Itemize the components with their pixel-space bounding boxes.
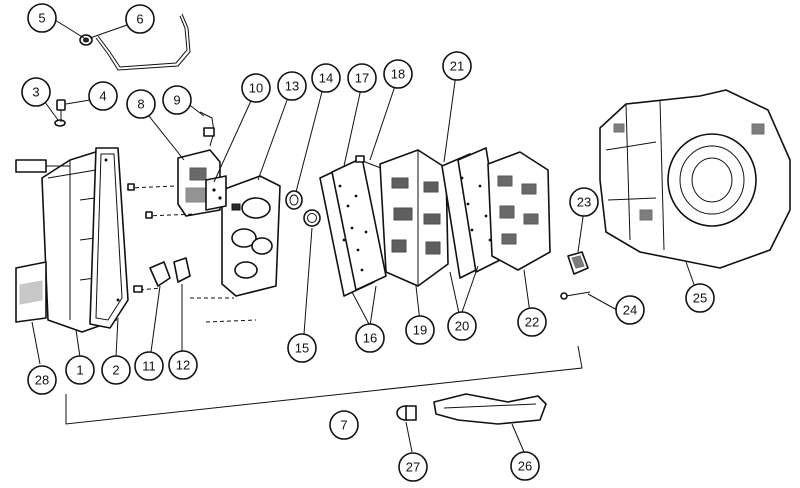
- svg-text:17: 17: [355, 71, 369, 86]
- group-bracket-7: [65, 345, 583, 425]
- bolt-set-left: [127, 183, 257, 323]
- transmission-case-part-25: [599, 89, 791, 269]
- callout-6: 6: [125, 4, 155, 34]
- callout-8: 8: [126, 89, 156, 119]
- seal-part-14: [285, 190, 303, 210]
- svg-text:19: 19: [413, 323, 427, 338]
- callout-13: 13: [277, 71, 307, 101]
- callout-10: 10: [241, 73, 271, 103]
- valve-assembly-part-13: [221, 175, 281, 297]
- svg-text:13: 13: [285, 79, 299, 94]
- svg-text:15: 15: [295, 341, 309, 356]
- filter-part-26: [433, 393, 547, 425]
- svg-text:6: 6: [136, 12, 143, 27]
- svg-text:8: 8: [137, 97, 144, 112]
- callout-7: 7: [329, 410, 359, 440]
- callout-23: 23: [569, 187, 599, 217]
- leader-lines: [31, 19, 697, 453]
- svg-text:25: 25: [693, 291, 707, 306]
- svg-text:3: 3: [32, 85, 39, 100]
- svg-text:16: 16: [363, 331, 377, 346]
- callout-9: 9: [162, 85, 192, 115]
- svg-text:22: 22: [525, 315, 539, 330]
- callout-25: 25: [685, 283, 715, 313]
- callout-17: 17: [347, 63, 377, 93]
- callout-20: 20: [447, 311, 477, 341]
- washer-part-3: [54, 119, 66, 127]
- svg-text:24: 24: [623, 303, 637, 318]
- gasket-part-2: [89, 147, 129, 329]
- separator-plate-part-17: [319, 157, 387, 297]
- callout-16: 16: [355, 323, 385, 353]
- callout-26: 26: [510, 451, 540, 481]
- ring-part-15: [303, 209, 321, 227]
- svg-text:23: 23: [577, 195, 591, 210]
- svg-text:12: 12: [176, 358, 190, 373]
- svg-text:11: 11: [142, 359, 156, 374]
- callout-3: 3: [21, 77, 51, 107]
- svg-text:10: 10: [249, 81, 263, 96]
- callout-12: 12: [168, 350, 198, 380]
- svg-text:14: 14: [319, 71, 333, 86]
- svg-text:27: 27: [406, 460, 420, 475]
- svg-text:21: 21: [450, 59, 464, 74]
- cover-part-11: [149, 261, 171, 287]
- svg-text:1: 1: [76, 363, 83, 378]
- plate-part-28: [15, 261, 47, 323]
- svg-text:9: 9: [173, 93, 180, 108]
- callout-27: 27: [398, 452, 428, 482]
- svg-text:28: 28: [35, 373, 49, 388]
- callout-24: 24: [615, 295, 645, 325]
- svg-text:20: 20: [455, 319, 469, 334]
- connector-part-9: [199, 111, 215, 147]
- bolt-part-4: [56, 99, 66, 122]
- svg-text:7: 7: [340, 418, 347, 433]
- tube-part-6: [95, 13, 191, 71]
- callout-22: 22: [517, 307, 547, 337]
- cover-part-12: [173, 257, 191, 283]
- callout-18: 18: [383, 59, 413, 89]
- callout-1: 1: [65, 355, 95, 385]
- seal-part-27: [396, 405, 417, 421]
- fitting-part-24: [560, 291, 591, 300]
- valve-body-part-22: [487, 151, 551, 271]
- solenoid-part-8: [177, 149, 221, 217]
- svg-text:4: 4: [99, 89, 106, 104]
- callout-4: 4: [88, 81, 118, 111]
- svg-text:18: 18: [391, 67, 405, 82]
- callout-14: 14: [311, 63, 341, 93]
- plate-part-10: [205, 175, 227, 211]
- valve-body-part-19: [379, 149, 449, 287]
- callout-5: 5: [27, 3, 57, 33]
- callout-15: 15: [287, 333, 317, 363]
- fitting-part-23: [567, 251, 589, 275]
- svg-text:5: 5: [38, 11, 45, 26]
- callout-2: 2: [101, 355, 131, 385]
- svg-text:26: 26: [518, 459, 532, 474]
- callout-21: 21: [442, 51, 472, 81]
- callout-28: 28: [27, 365, 57, 395]
- callout-19: 19: [405, 315, 435, 345]
- callout-11: 11: [134, 351, 164, 381]
- svg-text:2: 2: [112, 363, 119, 378]
